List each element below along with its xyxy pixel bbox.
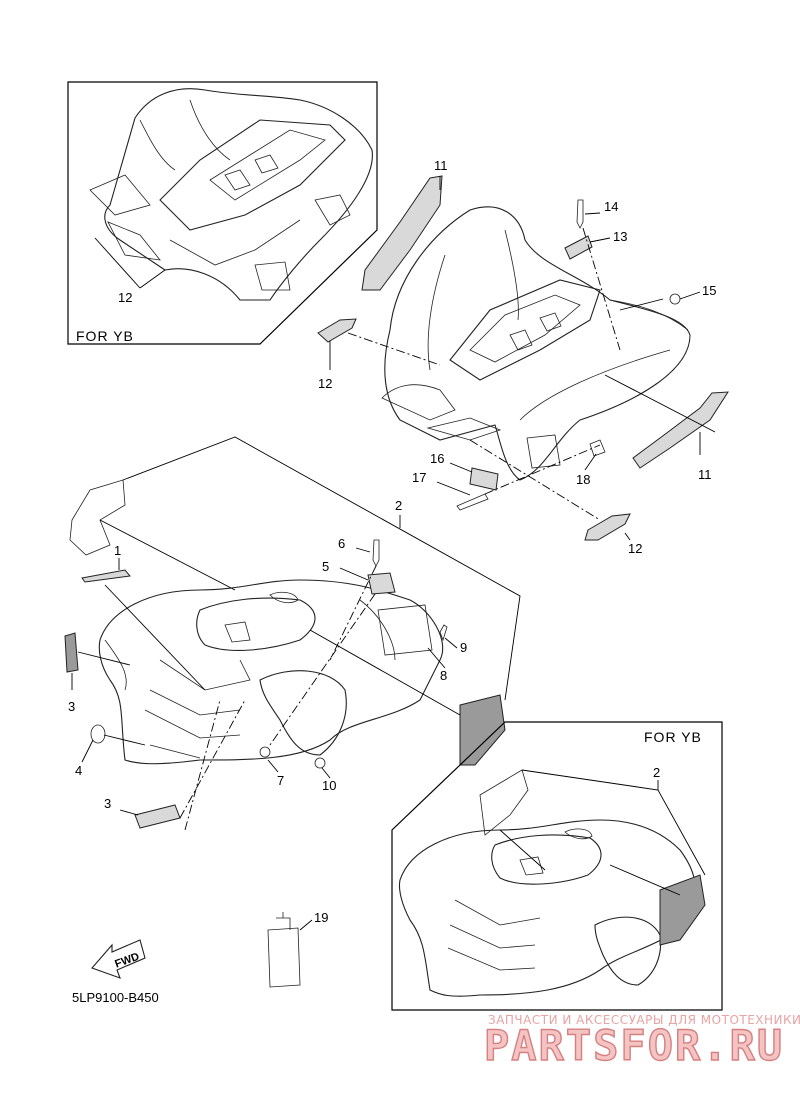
callout-2-main: 2: [395, 498, 402, 513]
callout-12-b: 12: [628, 541, 642, 556]
decal-2-right: [459, 694, 506, 766]
screw-6: [372, 539, 380, 567]
plate-16: [469, 467, 499, 491]
decal-2-inset-right: [659, 874, 706, 946]
screw-14: [576, 199, 584, 229]
reflector-3-side: [64, 632, 79, 673]
callout-9: 9: [460, 640, 467, 655]
rear-fender-assembly: [381, 206, 691, 481]
screw-9: [439, 624, 448, 642]
bracket-18: [589, 439, 606, 457]
callout-7: 7: [277, 773, 284, 788]
callout-19: 19: [314, 910, 328, 925]
callout-13: 13: [613, 229, 627, 244]
emblem-1: [81, 569, 131, 583]
callout-11-a: 11: [434, 158, 448, 173]
callout-17: 17: [412, 470, 426, 485]
decal-11-left: [361, 175, 443, 291]
callout-10: 10: [322, 778, 336, 793]
reflector-3-lower: [134, 804, 181, 829]
nut-10: [314, 757, 326, 769]
fwd-arrow: FWD: [91, 939, 146, 979]
plate-13: [564, 235, 593, 260]
screw-17: [456, 493, 489, 511]
callout-14: 14: [604, 199, 618, 214]
callout-6: 6: [338, 536, 345, 551]
plate-8: [377, 604, 433, 656]
callout-3-lower: 3: [104, 796, 111, 811]
inset-label-top: FOR YB: [76, 328, 134, 344]
reflector-4: [90, 724, 106, 744]
fwd-text: FWD: [113, 951, 141, 971]
front-fender-assembly: [69, 479, 444, 765]
decal-12-lower: [584, 513, 631, 541]
inset-label-bottom: FOR YB: [644, 729, 702, 745]
watermark-brand: PARTSFOR.RU: [484, 1021, 784, 1070]
watermark-subtitle: ЗАПЧАСТИ И АКСЕССУАРЫ ДЛЯ МОТОТЕХНИКИ: [488, 1013, 800, 1027]
inset-front-fender-yb: FOR YB 2: [391, 721, 723, 1011]
callout-12-inset: 12: [118, 290, 132, 305]
callout-5: 5: [322, 559, 329, 574]
watermark: ЗАПЧАСТИ И АКСЕССУАРЫ ДЛЯ МОТОТЕХНИКИ PA…: [483, 1013, 800, 1071]
decal-11-right: [632, 391, 729, 469]
callout-18: 18: [576, 472, 590, 487]
callout-12-a: 12: [318, 376, 332, 391]
callout-3-side: 3: [68, 699, 75, 714]
callout-4: 4: [75, 763, 82, 778]
inset-rear-fender-yb: 12 FOR YB: [67, 81, 378, 345]
decal-5: [367, 572, 396, 595]
nut-15: [669, 293, 681, 305]
callout-1: 1: [114, 543, 121, 558]
label-19: [267, 927, 301, 988]
callout-16: 16: [430, 451, 444, 466]
callout-8: 8: [440, 668, 447, 683]
callout-2-inset: 2: [653, 765, 660, 780]
callout-11-b: 11: [698, 467, 712, 482]
callout-15: 15: [702, 283, 716, 298]
drawing-code: 5LP9100-B450: [72, 990, 159, 1005]
decal-12-upper: [317, 318, 357, 343]
nut-7: [259, 746, 271, 758]
